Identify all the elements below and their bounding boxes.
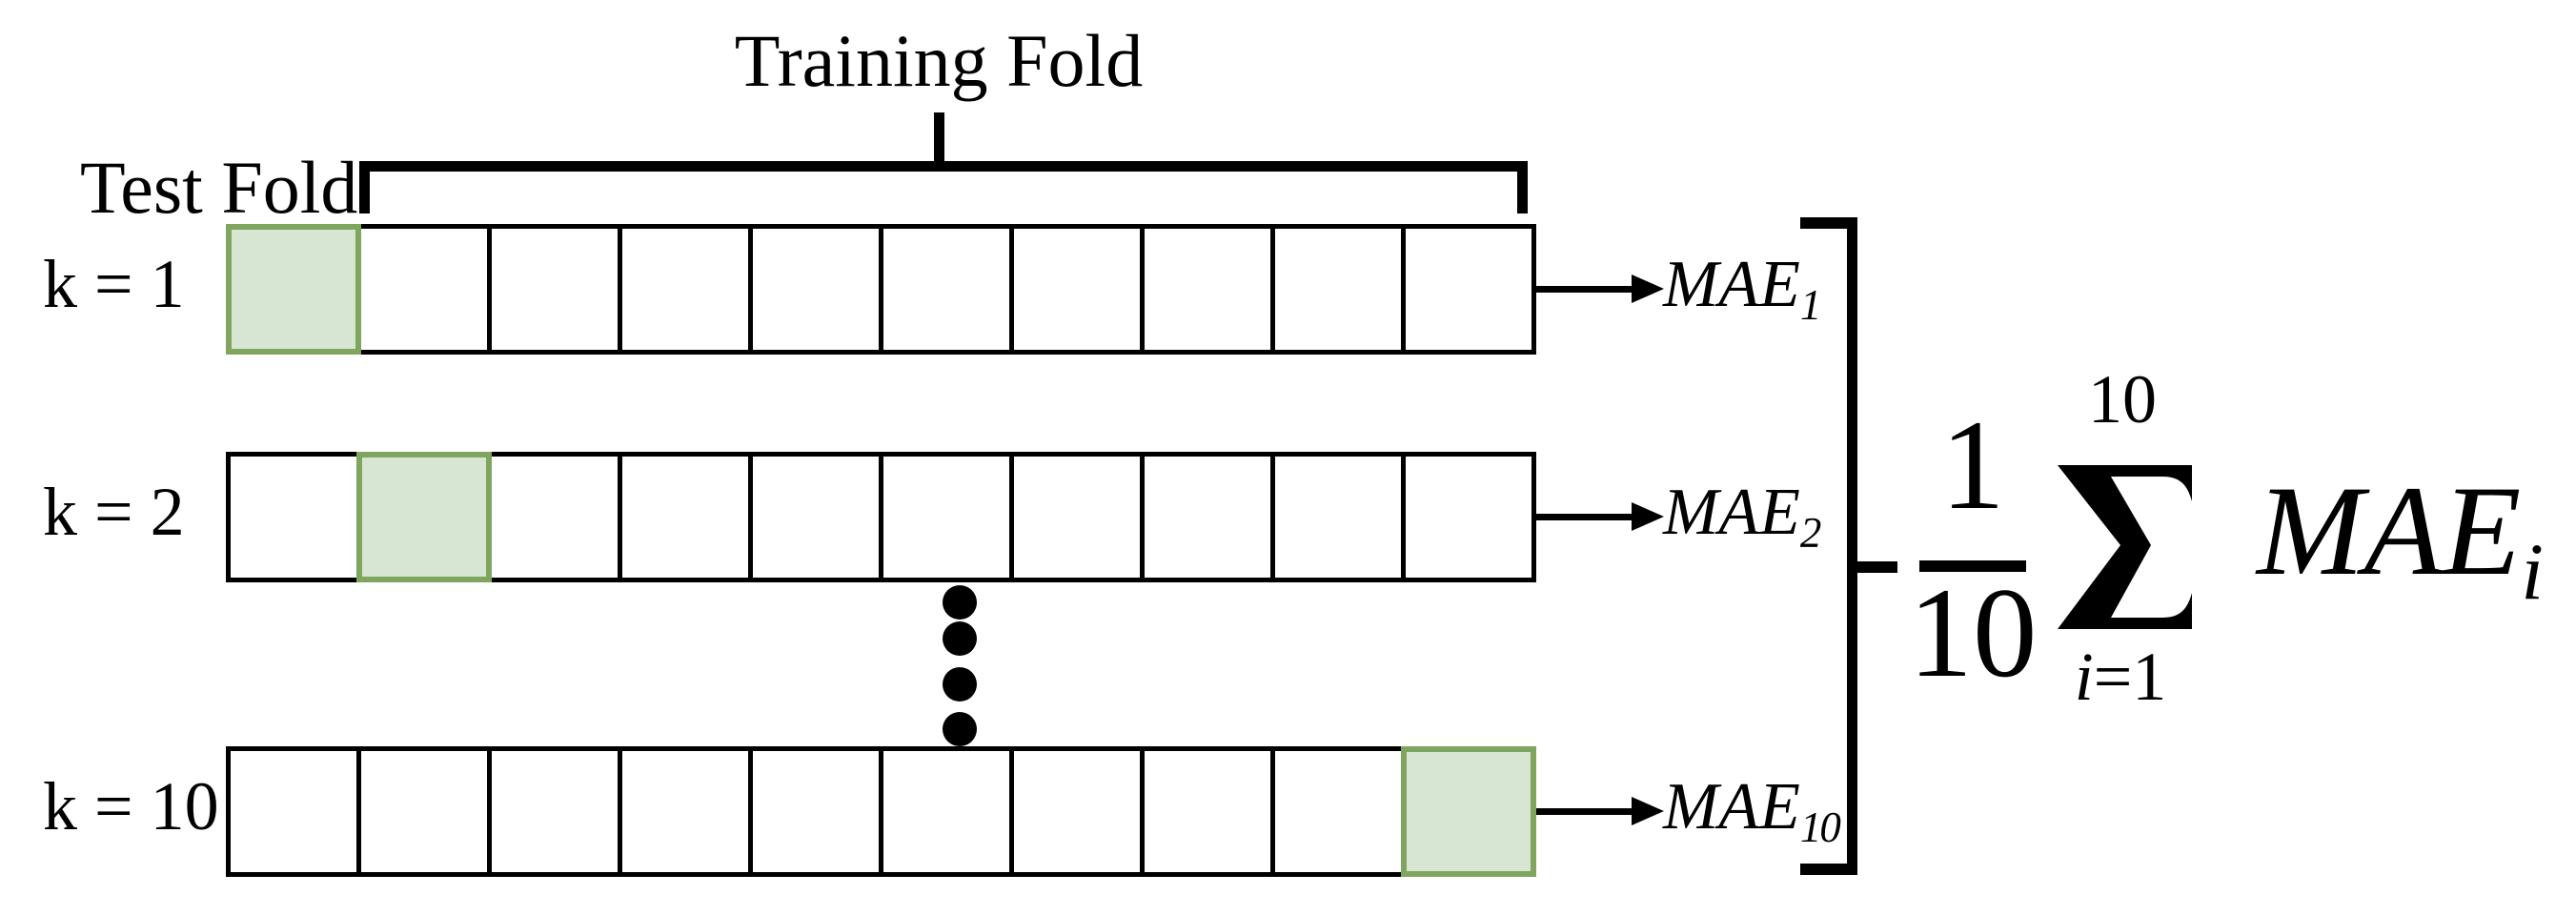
training-fold-cell bbox=[1009, 746, 1145, 877]
mae-10-label: MAE10 bbox=[1663, 774, 1841, 851]
test-fold-cell bbox=[226, 224, 361, 355]
sum-index-var: i bbox=[2074, 639, 2094, 715]
arrow-line-2 bbox=[1536, 514, 1634, 520]
k-label-2: k = 2 bbox=[43, 474, 185, 550]
test-fold-cell bbox=[356, 452, 492, 582]
training-fold-cell bbox=[226, 452, 361, 582]
fraction-numerator: 1 bbox=[1940, 395, 2005, 537]
training-fold-cell bbox=[618, 224, 753, 355]
training-fold-cell bbox=[748, 746, 883, 877]
training-bracket-center-tick bbox=[934, 112, 944, 172]
ellipsis-dot bbox=[943, 621, 977, 656]
fold-row-10 bbox=[226, 746, 1541, 877]
mae-subscript: 2 bbox=[1799, 509, 1821, 557]
mae-base: MAE bbox=[1663, 476, 1800, 549]
training-fold-cell bbox=[356, 746, 492, 877]
training-fold-cell bbox=[1270, 452, 1406, 582]
mae-2-label: MAE2 bbox=[1663, 476, 1821, 557]
collect-bracket-vertical bbox=[1847, 217, 1857, 875]
training-fold-cell bbox=[487, 746, 622, 877]
training-bracket-left-tick bbox=[359, 161, 370, 214]
mae-base: MAE bbox=[1663, 248, 1800, 321]
training-fold-cell bbox=[226, 746, 361, 877]
k-label-10: k = 10 bbox=[43, 768, 219, 844]
training-fold-cell bbox=[879, 452, 1014, 582]
training-fold-cell bbox=[1270, 746, 1406, 877]
ellipsis-dot bbox=[943, 667, 977, 702]
training-fold-cell bbox=[1140, 452, 1275, 582]
arrow-head-icon bbox=[1632, 797, 1664, 825]
training-fold-cell bbox=[618, 452, 753, 582]
arrow-head-icon bbox=[1632, 502, 1664, 531]
collect-bracket-bottom-tick bbox=[1800, 864, 1857, 875]
training-fold-cell bbox=[1009, 224, 1145, 355]
training-fold-cell bbox=[879, 224, 1014, 355]
training-fold-label: Training Fold bbox=[734, 19, 1144, 102]
training-fold-cell bbox=[487, 452, 622, 582]
summation-symbol bbox=[2058, 465, 2192, 629]
arrow-line-1 bbox=[1536, 286, 1634, 293]
training-fold-cell bbox=[618, 746, 753, 877]
k-label-1: k = 1 bbox=[43, 246, 185, 322]
mae-subscript: 10 bbox=[1799, 803, 1841, 851]
ellipsis-dot bbox=[943, 585, 977, 620]
training-fold-cell bbox=[1401, 452, 1536, 582]
training-fold-cell bbox=[1140, 746, 1275, 877]
training-fold-cell bbox=[879, 746, 1014, 877]
mae-1-label: MAE1 bbox=[1663, 252, 1821, 329]
training-fold-cell bbox=[1140, 224, 1275, 355]
mae-i-term: MAEi bbox=[2257, 467, 2544, 613]
test-fold-label: Test Fold bbox=[80, 146, 358, 229]
training-bracket-right-tick bbox=[1517, 161, 1528, 214]
fraction-denominator: 10 bbox=[1908, 562, 2038, 704]
test-fold-cell bbox=[1401, 746, 1536, 877]
fold-row-1 bbox=[226, 224, 1541, 355]
arrow-line-10 bbox=[1536, 808, 1634, 815]
training-fold-cell bbox=[1009, 452, 1145, 582]
collect-bracket-top-tick bbox=[1800, 217, 1857, 229]
fraction-bar bbox=[1919, 560, 2026, 572]
fold-row-2 bbox=[226, 452, 1541, 582]
training-bracket-line bbox=[363, 161, 1528, 172]
arrow-head-icon bbox=[1632, 274, 1664, 303]
sum-upper-limit: 10 bbox=[2088, 361, 2157, 437]
training-fold-cell bbox=[1401, 224, 1536, 355]
mae-subscript: 1 bbox=[1799, 281, 1821, 329]
sum-lower-limit: i=1 bbox=[2075, 642, 2167, 711]
training-fold-cell bbox=[748, 224, 883, 355]
ellipsis-dot bbox=[943, 712, 977, 746]
training-fold-cell bbox=[487, 224, 622, 355]
collect-bracket-mid-tick bbox=[1857, 561, 1897, 573]
sum-index-eq: =1 bbox=[2093, 639, 2167, 715]
training-fold-cell bbox=[748, 452, 883, 582]
training-fold-cell bbox=[1270, 224, 1406, 355]
mae-base: MAE bbox=[2257, 460, 2522, 602]
mae-base: MAE bbox=[1663, 770, 1800, 844]
training-fold-cell bbox=[356, 224, 492, 355]
mae-subscript: i bbox=[2521, 527, 2545, 617]
